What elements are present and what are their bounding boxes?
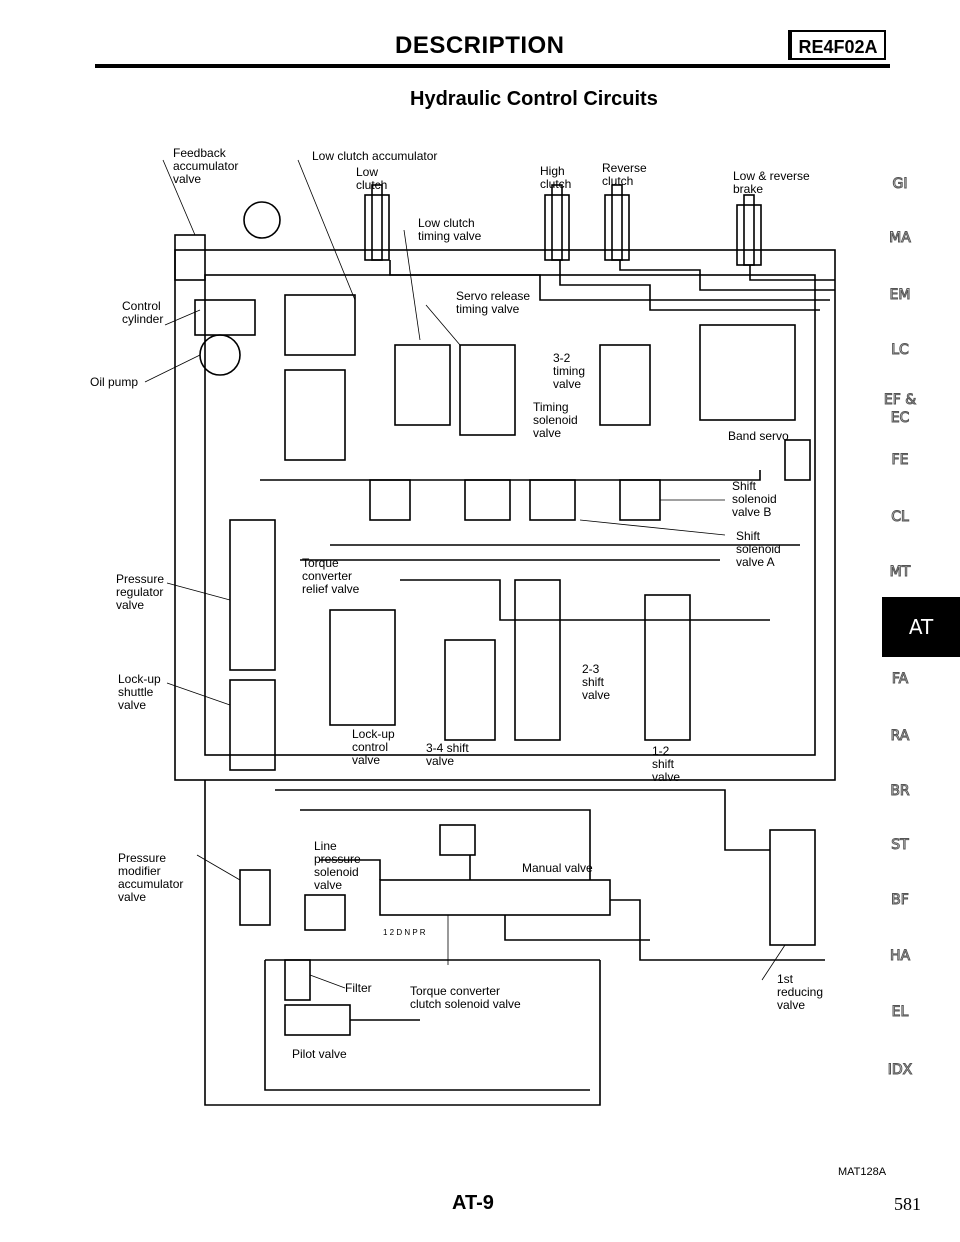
section-tab-fe[interactable]: FE bbox=[891, 452, 909, 469]
timing-3-2-valve-body bbox=[599, 344, 651, 426]
feedback-accumulator-symbol bbox=[174, 234, 206, 281]
label-3-2-timing-valve: 3-2 timing valve bbox=[553, 351, 588, 391]
shift-1-2-valve-body bbox=[644, 594, 691, 741]
label-timing-solenoid-valve: Timing solenoid valve bbox=[533, 400, 581, 440]
section-tab-ra[interactable]: RA bbox=[890, 728, 910, 745]
sheet-number: 581 bbox=[894, 1194, 921, 1214]
first-reducing-valve-body bbox=[769, 829, 816, 946]
label-reverse-clutch: Reverse clutch bbox=[602, 161, 650, 188]
oil-pump-symbol bbox=[199, 334, 241, 376]
label-torque-converter-clutch-solenoid: Torque converter clutch solenoid valve bbox=[410, 984, 521, 1011]
manual-valve-body bbox=[379, 879, 611, 916]
label-low-clutch-timing-valve: Low clutch timing valve bbox=[418, 216, 482, 243]
label-filter: Filter bbox=[345, 981, 372, 995]
section-tab-ha[interactable]: HA bbox=[889, 948, 911, 965]
section-tab-em[interactable]: EM bbox=[889, 287, 911, 304]
label-pilot-valve: Pilot valve bbox=[292, 1047, 347, 1061]
section-tab-st[interactable]: ST bbox=[891, 837, 909, 854]
section-tab-ef[interactable]: EF & bbox=[883, 392, 917, 409]
pressure-modifier-accumulator-body bbox=[239, 869, 271, 926]
section-tab-gi[interactable]: GI bbox=[892, 176, 908, 193]
band-servo-body bbox=[699, 324, 796, 421]
page-number: AT-9 bbox=[452, 1192, 494, 1214]
pressure-regulator-valve-body bbox=[229, 519, 276, 671]
pilot-valve-body bbox=[284, 1004, 351, 1036]
shift-2-3-valve-body bbox=[514, 579, 561, 741]
tcc-solenoid-body bbox=[439, 824, 476, 856]
section-tab-bf[interactable]: BF bbox=[891, 892, 910, 909]
section-tab-idx[interactable]: IDX bbox=[887, 1062, 913, 1079]
lockup-control-valve-body bbox=[329, 609, 396, 726]
circuit-main-frame bbox=[174, 249, 836, 781]
label-3-4-shift-valve: 3-4 shift valve bbox=[426, 741, 472, 768]
label-low-clutch-accumulator: Low clutch accumulator bbox=[312, 149, 437, 163]
label-manual-valve: Manual valve bbox=[522, 861, 593, 875]
label-1-2-shift-valve: 1-2 shift valve bbox=[652, 744, 680, 784]
figure-code: MAT128A bbox=[838, 1166, 887, 1178]
label-lockup-shuttle-valve: Lock-up shuttle valve bbox=[118, 672, 164, 712]
section-tab-at-active[interactable]: AT bbox=[882, 597, 960, 657]
label-torque-converter-relief-valve: Torque converter relief valve bbox=[302, 556, 360, 596]
section-tab-el[interactable]: EL bbox=[891, 1004, 909, 1021]
label-pressure-modifier-accumulator: Pressure modifier accumulator valve bbox=[118, 851, 187, 904]
label-control-cylinder: Control cylinder bbox=[122, 299, 164, 326]
label-2-3-shift-valve: 2-3 shift valve bbox=[582, 662, 610, 702]
shift-solenoid-housing bbox=[369, 479, 411, 521]
header-rule bbox=[95, 64, 890, 68]
page-header-title: DESCRIPTION bbox=[395, 32, 565, 59]
shift-3-4-valve-body bbox=[444, 639, 496, 741]
servo-release-timing-valve-body bbox=[394, 344, 451, 426]
label-low-reverse-brake: Low & reverse brake bbox=[733, 169, 813, 196]
section-tab-fa[interactable]: FA bbox=[891, 671, 909, 688]
lockup-shuttle-valve-body bbox=[229, 679, 276, 771]
section-tab-lc[interactable]: LC bbox=[891, 342, 910, 359]
label-servo-release-timing-valve: Servo release timing valve bbox=[456, 289, 533, 316]
label-shift-solenoid-a: Shift solenoid valve A bbox=[736, 529, 784, 569]
label-low-clutch: Low clutch bbox=[356, 165, 387, 192]
label-pressure-regulator-valve: Pressure regulator valve bbox=[116, 572, 167, 612]
label-shift-solenoid-b: Shift solenoid valve B bbox=[732, 479, 780, 519]
section-tab-ma[interactable]: MA bbox=[889, 230, 912, 247]
section-tab-mt[interactable]: MT bbox=[889, 564, 911, 581]
label-manual-positions: 1 2 D N P R bbox=[383, 928, 426, 937]
low-reverse-brake-symbol bbox=[736, 204, 762, 266]
section-tab-ec[interactable]: EC bbox=[890, 410, 910, 427]
label-line-pressure-solenoid-valve: Line pressure solenoid valve bbox=[314, 839, 364, 892]
section-tab-cl[interactable]: CL bbox=[891, 509, 910, 526]
label-lockup-control-valve: Lock-up control valve bbox=[352, 727, 398, 767]
label-feedback-accumulator: Feedback accumulator valve bbox=[173, 146, 242, 186]
label-1st-reducing-valve: 1st reducing valve bbox=[777, 972, 826, 1012]
label-band-servo: Band servo bbox=[728, 429, 789, 443]
diagram-subtitle: Hydraulic Control Circuits bbox=[410, 88, 658, 110]
low-clutch-timing-valve-body bbox=[284, 294, 356, 356]
line-pressure-solenoid-body bbox=[304, 894, 346, 931]
model-code-badge: RE4F02A bbox=[788, 30, 886, 60]
section-tab-br[interactable]: BR bbox=[890, 783, 910, 800]
label-high-clutch: High clutch bbox=[540, 164, 571, 191]
filter-body bbox=[284, 959, 311, 1001]
label-oil-pump: Oil pump bbox=[90, 375, 138, 389]
